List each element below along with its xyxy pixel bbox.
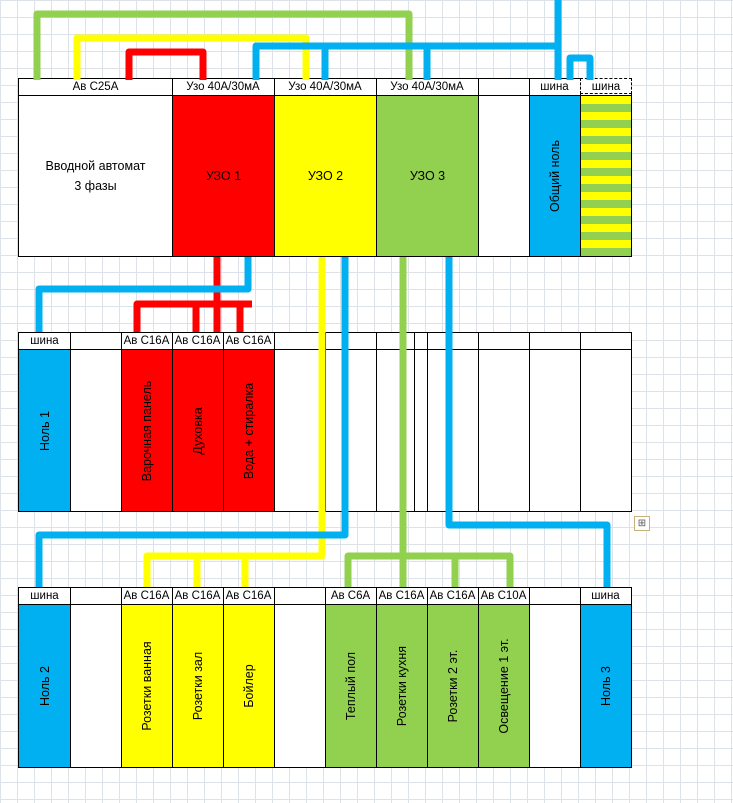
top-panel-header: Ав С25А Узо 40А/30мА Узо 40А/30мА Узо 40… xyxy=(19,79,631,96)
circuit-label: Освещение 1 эт. xyxy=(497,638,511,734)
breaker-header: Ав С6А xyxy=(330,590,371,602)
circuit-label: Варочная панель xyxy=(140,380,154,481)
rcd3-header: Узо 40А/30мА xyxy=(390,81,464,93)
rcd1-header: Узо 40А/30мА xyxy=(186,81,260,93)
breaker-header: Ав С10А xyxy=(480,590,527,602)
bottom-panel: шина Ав С16А Ав С16А Ав С16А Ав С6А Ав С… xyxy=(18,587,632,768)
circuit-block: Освещение 1 эт. xyxy=(479,605,529,767)
neutral2-label: Ноль 2 xyxy=(37,666,52,706)
common-neutral-block: Общий ноль xyxy=(530,96,580,256)
neutral1-label: Ноль 1 xyxy=(37,410,52,451)
circuit-label: Розетки ванная xyxy=(140,641,154,731)
rcd3-block: УЗО 3 xyxy=(377,96,478,256)
neutral3-bus-header: шина xyxy=(591,590,620,602)
circuit-block: Розетки ванная xyxy=(122,605,172,767)
earth-bus-header: шина xyxy=(580,78,632,94)
rcd1-label: УЗО 1 xyxy=(205,169,242,183)
breaker-header: Ав С16А xyxy=(174,335,221,347)
rcd3-label: УЗО 3 xyxy=(409,169,446,183)
earth-bus-block xyxy=(581,96,631,256)
middle-panel: шина Ав С16А Ав С16А Ав С16А Ноль 1 Варо… xyxy=(18,332,632,512)
neutral2-block: Ноль 2 xyxy=(19,605,70,767)
rcd2-label: УЗО 2 xyxy=(307,169,344,183)
main-breaker-block: Вводной автомат 3 фазы xyxy=(19,96,172,256)
rcd2-block: УЗО 2 xyxy=(275,96,376,256)
circuit-label: Теплый пол xyxy=(344,651,358,721)
expand-plus-icon[interactable]: ⊞ xyxy=(634,516,650,531)
neutral2-bus-header: шина xyxy=(30,590,59,602)
breaker-header: Ав С16А xyxy=(225,335,272,347)
circuit-block: Розетки зал xyxy=(173,605,223,767)
breaker-header: Ав С16А xyxy=(429,590,476,602)
breaker-header: Ав С16А xyxy=(378,590,425,602)
neutral-bus-header: шина xyxy=(540,81,569,93)
circuit-block: Варочная панель xyxy=(122,350,172,511)
top-panel: Ав С25А Узо 40А/30мА Узо 40А/30мА Узо 40… xyxy=(18,78,632,257)
breaker-header: Ав С16А xyxy=(225,590,272,602)
circuit-block: Бойлер xyxy=(224,605,274,767)
rcd2-header: Узо 40А/30мА xyxy=(288,81,362,93)
breaker-header: Ав С16А xyxy=(123,590,170,602)
circuit-block: Духовка xyxy=(173,350,223,511)
main-breaker-header: Ав С25А xyxy=(72,81,119,93)
rcd1-block: УЗО 1 xyxy=(173,96,274,256)
circuit-label: Розетки зал xyxy=(191,651,205,721)
main-breaker-label: Вводной автомат 3 фазы xyxy=(45,159,146,193)
circuit-label: Розетки кухня xyxy=(395,645,409,727)
circuit-label: Духовка xyxy=(191,406,205,455)
circuit-label: Бойлер xyxy=(242,664,256,708)
neutral1-block: Ноль 1 xyxy=(19,350,70,511)
common-neutral-label: Общий ноль xyxy=(548,140,562,212)
circuit-block: Розетки 2 эт. xyxy=(428,605,478,767)
circuit-label: Вода + стиралка xyxy=(242,382,256,479)
breaker-header: Ав С16А xyxy=(174,590,221,602)
neutral3-label: Ноль 3 xyxy=(599,666,613,706)
circuit-block: Теплый пол xyxy=(326,605,376,767)
neutral1-bus-header: шина xyxy=(30,335,59,347)
neutral3-block: Ноль 3 xyxy=(581,605,631,767)
circuit-block: Розетки кухня xyxy=(377,605,427,767)
circuit-block: Вода + стиралка xyxy=(224,350,274,511)
circuit-label: Розетки 2 эт. xyxy=(446,649,460,723)
breaker-header: Ав С16А xyxy=(123,335,170,347)
